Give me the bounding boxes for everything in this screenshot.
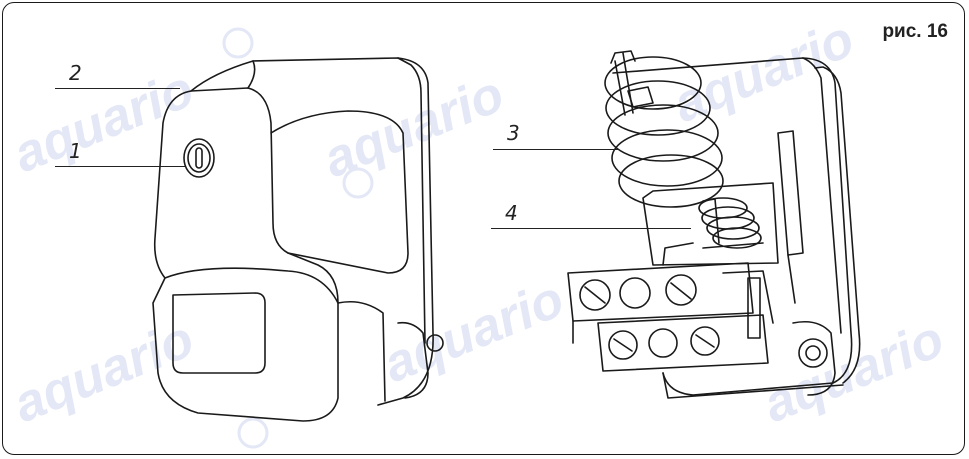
device-illustration [152, 50, 861, 422]
callout-3: 3 [507, 121, 520, 145]
open-switch-drawing [567, 50, 861, 399]
small-spring [698, 197, 762, 249]
closed-switch-drawing [152, 57, 444, 422]
callout-3-leader [493, 149, 618, 150]
figure-label: рис. 16 [882, 21, 948, 42]
callout-4-leader [491, 228, 691, 229]
callout-4: 4 [505, 201, 518, 225]
terminal-block [567, 262, 774, 372]
main-spring [604, 50, 724, 208]
callout-2-leader [55, 88, 180, 89]
callout-2: 2 [69, 61, 82, 85]
callout-1-leader [55, 166, 185, 167]
callout-1: 1 [69, 139, 82, 163]
